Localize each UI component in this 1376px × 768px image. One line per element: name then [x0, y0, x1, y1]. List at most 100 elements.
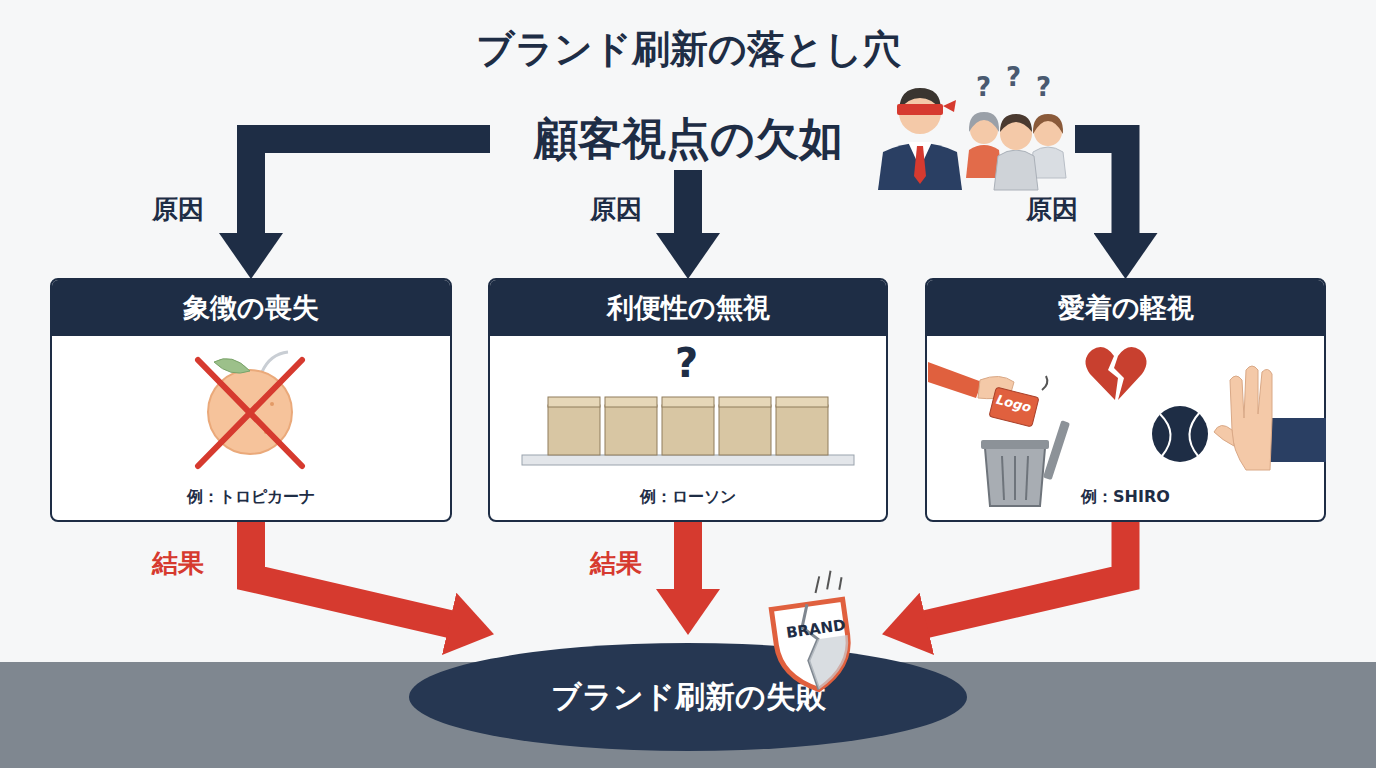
businessman-icon-part — [943, 100, 956, 112]
result-arrow — [674, 522, 702, 590]
shelf-bags-icon-part — [522, 455, 854, 465]
box-example: 例：トロピカーナ — [52, 487, 450, 508]
ball-icon-part — [1189, 412, 1200, 456]
broken-heart-icon-part — [1085, 347, 1118, 400]
discard-logo-icon-part — [1014, 456, 1016, 500]
businessman-icon-part — [899, 92, 941, 134]
broken-heart-icon — [1085, 347, 1146, 400]
discard-logo-icon-part — [989, 387, 1039, 427]
discard-logo-icon-part — [981, 440, 1049, 449]
discard-logo-icon-part — [1043, 420, 1070, 480]
shelf-bags-icon-part — [719, 405, 771, 455]
customers-icon-part — [970, 116, 998, 144]
customers-icon-part — [969, 112, 999, 132]
orange-crossed-icon-part — [198, 360, 302, 466]
customers-icon-part — [1033, 114, 1063, 134]
stop-hand-icon-part — [1230, 366, 1272, 470]
root-cause-node: 顧客視点の欠如 — [490, 108, 1075, 170]
question-mark: ? — [1006, 62, 1021, 92]
businessman-icon-part — [899, 88, 941, 110]
customers-icon-part — [1000, 118, 1032, 150]
box-heading: 利便性の無視 — [490, 280, 886, 336]
orange-crossed-icon-part — [262, 352, 288, 372]
cause-box: 利便性の無視例：ローソン — [488, 278, 888, 522]
orange-crossed-icon-part — [214, 359, 250, 374]
businessman-icon-part — [908, 142, 932, 168]
customers-icon-part — [966, 145, 1002, 178]
discard-logo-icon-part — [1042, 376, 1047, 390]
shelf-bags-icon-part — [776, 405, 828, 455]
broken-shield-icon — [767, 569, 856, 694]
broken-shield-icon-part — [813, 576, 821, 593]
orange-crossed-icon-part — [208, 370, 292, 454]
stop-hand-icon — [1214, 366, 1326, 470]
shelf-bags-icon-part — [548, 405, 600, 455]
ball-icon-part — [1160, 414, 1171, 456]
cause-box: 愛着の軽視例：SHIRO — [925, 278, 1326, 522]
businessman-icon-part — [878, 143, 962, 190]
businessman-icon-part — [914, 146, 926, 184]
shelf-bags-icon-part — [662, 405, 714, 455]
orange-crossed-icon-part — [264, 430, 268, 434]
diagram-title: ブランド刷新の落とし穴 — [0, 24, 1376, 75]
box-heading: 象徴の喪失 — [52, 280, 450, 336]
result-arrow — [926, 522, 1126, 624]
stop-hand-icon-part — [1270, 418, 1326, 462]
result-arrow — [251, 522, 450, 624]
edge-label: 結果 — [590, 546, 642, 581]
shield-brand-text: BRAND — [785, 616, 847, 642]
discard-logo-icon-part — [1026, 456, 1028, 500]
cause-arrow — [251, 139, 490, 234]
edge-label: 原因 — [152, 192, 204, 227]
stop-hand-icon-part — [1214, 425, 1234, 446]
orange-crossed-icon-part — [198, 360, 302, 466]
orange-crossed-icon-part — [234, 396, 238, 400]
shelf-bags-icon-part — [605, 397, 657, 407]
edge-label: 原因 — [1026, 192, 1078, 227]
edge-label: 結果 — [152, 546, 204, 581]
node-text: 顧客視点の欠如 — [534, 108, 843, 170]
result-ellipse: ブランド刷新の失敗 — [408, 642, 968, 752]
businessman-icon-part — [897, 104, 943, 115]
customers-icon — [966, 112, 1066, 190]
discard-logo-icon-part — [978, 376, 1014, 398]
broken-heart-icon-part — [1114, 347, 1147, 400]
ball-icon-part — [1152, 406, 1208, 462]
orange-crossed-icon — [198, 352, 302, 466]
box-example: 例：SHIRO — [927, 487, 1324, 508]
broken-shield-icon-part — [771, 599, 854, 694]
cause-arrow — [1075, 139, 1126, 234]
shelf-bags-icon — [522, 397, 854, 465]
broken-shield-icon-part — [806, 635, 855, 690]
ellipse-shape — [409, 643, 967, 751]
shelf-bags-icon-part — [548, 397, 600, 407]
orange-crossed-icon-part — [270, 402, 274, 406]
cause-box: 象徴の喪失例：トロピカーナ — [50, 278, 452, 522]
box-heading: 愛着の軽視 — [927, 280, 1324, 336]
ball-icon — [1152, 406, 1208, 462]
question-mark: ? — [675, 340, 698, 386]
shelf-bags-icon-part — [719, 397, 771, 407]
discard-logo-icon — [928, 362, 1070, 506]
question-mark: ? — [1036, 72, 1051, 102]
discard-logo-icon-part — [1002, 456, 1004, 500]
cause-arrow — [674, 170, 702, 234]
customers-icon-part — [994, 150, 1038, 190]
box-example: 例：ローソン — [490, 487, 886, 508]
broken-shield-icon-part — [838, 577, 844, 589]
node-text: ブランド刷新の失敗 — [408, 642, 968, 752]
discard-logo-icon-part — [985, 448, 1045, 506]
edge-label: 原因 — [590, 192, 642, 227]
shelf-bags-icon-part — [605, 405, 657, 455]
customers-icon-part — [1030, 147, 1066, 178]
broken-shield-icon-part — [825, 571, 833, 590]
businessman-icon — [878, 88, 962, 190]
question-mark: ? — [976, 72, 991, 102]
customers-icon-part — [1000, 114, 1032, 132]
customers-icon-part — [1034, 118, 1062, 146]
shelf-bags-icon-part — [662, 397, 714, 407]
discard-logo-icon-part — [928, 362, 982, 398]
broken-shield-icon-part — [799, 604, 825, 691]
shelf-bags-icon-part — [776, 397, 828, 407]
